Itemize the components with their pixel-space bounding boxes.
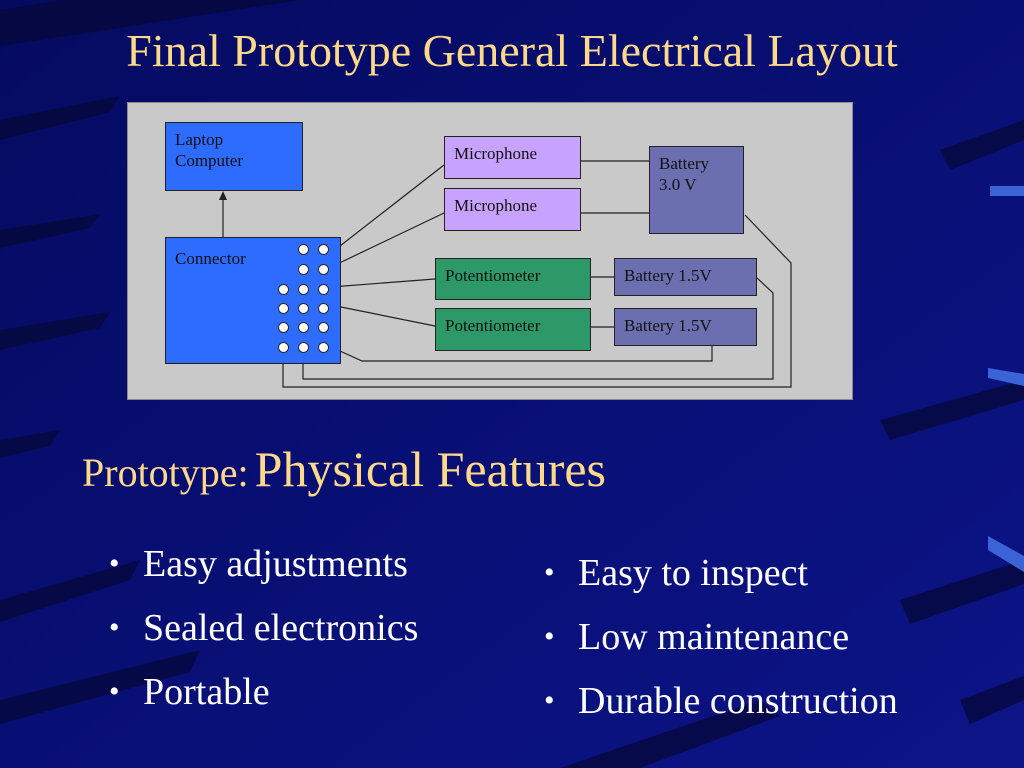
- connector-pin: [298, 322, 309, 333]
- feature-text: Sealed electronics: [143, 607, 419, 649]
- connector-label: Connector: [175, 249, 246, 268]
- potentiometer-label: Potentiometer: [445, 266, 541, 285]
- bullet-icon: •: [544, 684, 555, 717]
- bullet-icon: •: [109, 611, 120, 644]
- slide-title: Final Prototype General Electrical Layou…: [126, 25, 898, 76]
- battery-1-5v-box-2: Battery 1.5V: [614, 308, 757, 346]
- battery-3v-label-line2: 3.0 V: [659, 175, 697, 194]
- laptop-label-line1: Laptop: [175, 130, 224, 149]
- feature-item: • Easy to inspect: [544, 541, 898, 605]
- battery-3v-label-line1: Battery: [659, 154, 710, 173]
- microphone-label: Microphone: [454, 144, 538, 163]
- connector-pin: [278, 342, 289, 353]
- connector-pin: [318, 284, 329, 295]
- return-battery15a: [302, 276, 774, 380]
- connector-pin: [318, 342, 329, 353]
- connector-pin: [298, 264, 309, 275]
- wire-connector-mic1: [330, 164, 445, 254]
- feature-item: • Low maintenance: [544, 605, 898, 669]
- feature-item: • Easy adjustments: [109, 532, 418, 596]
- bullet-icon: •: [109, 547, 120, 580]
- electrical-layout-diagram: Laptop Computer Connector Microphone Mic…: [127, 102, 853, 400]
- laptop-label-line2: Computer: [175, 151, 243, 170]
- microphone-box-1: Microphone: [444, 136, 581, 179]
- features-list-left: • Easy adjustments • Sealed electronics • P…: [109, 532, 419, 724]
- microphone-label: Microphone: [454, 196, 538, 215]
- feature-text: Easy to inspect: [578, 552, 809, 594]
- battery-1-5v-label: Battery 1.5V: [624, 316, 712, 335]
- potentiometer-label: Potentiometer: [445, 316, 541, 335]
- connector-pin: [298, 244, 309, 255]
- bullet-icon: •: [109, 675, 120, 708]
- feature-text: Easy adjustments: [143, 543, 408, 585]
- wire-connector-pot1: [330, 278, 436, 288]
- section-heading-prefix: Prototype:: [82, 450, 249, 495]
- connector-box: Connector: [165, 237, 341, 364]
- potentiometer-box-1: Potentiometer: [435, 258, 591, 300]
- connector-pin: [318, 244, 329, 255]
- bullet-icon: •: [544, 556, 555, 589]
- microphone-box-2: Microphone: [444, 188, 581, 231]
- section-heading-main: Physical Features: [254, 441, 606, 497]
- feature-text: Durable construction: [578, 680, 898, 722]
- wire-connector-mic2: [330, 212, 445, 268]
- feature-item: • Durable construction: [544, 669, 898, 733]
- return-battery3v: [282, 214, 792, 388]
- potentiometer-box-2: Potentiometer: [435, 308, 591, 351]
- connector-pin: [298, 284, 309, 295]
- connector-pin: [318, 303, 329, 314]
- laptop-computer-box: Laptop Computer: [165, 122, 303, 191]
- section-heading: Prototype: Physical Features: [82, 442, 606, 497]
- battery-1-5v-label: Battery 1.5V: [624, 266, 712, 285]
- return-battery15b: [339, 346, 713, 362]
- feature-text: Low maintenance: [578, 616, 850, 658]
- wire-connector-pot2: [330, 304, 436, 327]
- connector-pin: [318, 264, 329, 275]
- connector-pin: [278, 284, 289, 295]
- connector-pin: [278, 322, 289, 333]
- connector-pin: [298, 303, 309, 314]
- feature-item: • Sealed electronics: [109, 596, 419, 660]
- feature-text: Portable: [143, 671, 270, 713]
- arrow-head: [219, 191, 227, 200]
- bullet-icon: •: [544, 620, 555, 653]
- features-list-right: • Easy to inspect • Low maintenance • Durab…: [544, 541, 898, 733]
- battery-3v-box: Battery 3.0 V: [649, 146, 744, 234]
- connector-pin: [318, 322, 329, 333]
- wiring-lines: [219, 160, 792, 388]
- battery-1-5v-box-1: Battery 1.5V: [614, 258, 757, 296]
- feature-item: • Portable: [109, 660, 418, 724]
- connector-pin: [298, 342, 309, 353]
- connector-pin: [278, 303, 289, 314]
